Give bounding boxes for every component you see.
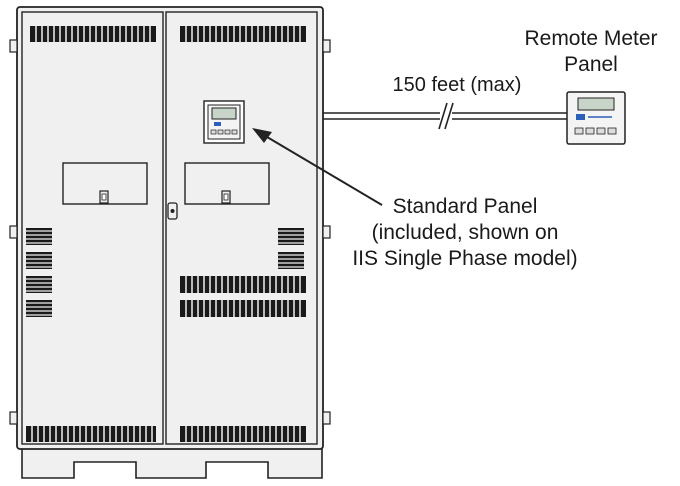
remote-meter-label-line1: Remote Meter (524, 27, 658, 50)
remote-meter-label: Remote Meter Panel (506, 26, 676, 78)
standard-panel-label-line1: Standard Panel (392, 195, 538, 218)
callout-arrow (252, 128, 383, 206)
bottom-vent-left (26, 426, 156, 442)
remote-meter-panel (566, 91, 626, 145)
cabinet-base (21, 447, 323, 479)
remote-meter-label-line2: Panel (564, 53, 618, 76)
top-vent-left (30, 26, 156, 42)
break-symbol-icon (438, 102, 454, 130)
right-wide-vents (180, 276, 306, 317)
standard-panel-label-line2: (included, shown on (371, 221, 559, 244)
left-side-vents (26, 228, 52, 317)
door-handle-icon (167, 202, 178, 220)
hinges (9, 39, 331, 425)
bottom-vent-right (180, 426, 306, 442)
cable (323, 102, 567, 130)
left-access-panel (62, 162, 148, 205)
latch-icon (99, 190, 109, 204)
standard-panel-label: Standard Panel (included, shown on IIS S… (340, 194, 590, 272)
standard-panel-label-line3: IIS Single Phase model) (352, 247, 578, 270)
latch-icon (221, 190, 231, 204)
cable-length-label: 150 feet (max) (392, 74, 522, 96)
top-vent-right (180, 26, 306, 42)
right-side-vents (278, 228, 304, 269)
right-access-panel (184, 162, 270, 205)
standard-panel (203, 100, 245, 144)
